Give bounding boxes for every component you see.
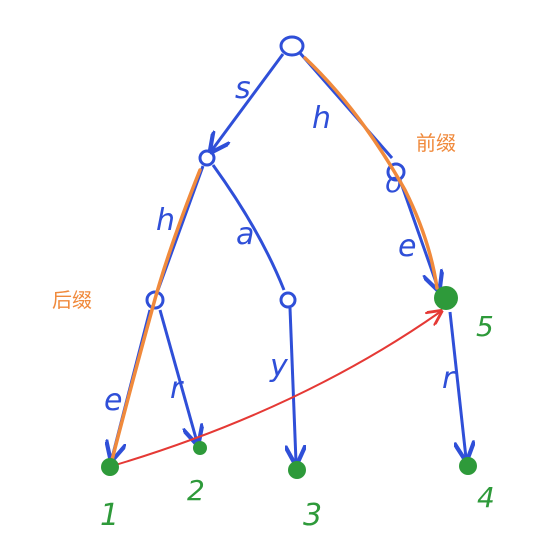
edge-letter-r-right: r bbox=[442, 361, 456, 396]
end-node-5 bbox=[434, 286, 458, 310]
edge-s-a bbox=[211, 164, 286, 291]
sa-node bbox=[279, 291, 297, 309]
sh-node bbox=[145, 290, 165, 310]
node-number-3: 3 bbox=[303, 498, 322, 533]
h-node bbox=[386, 162, 406, 182]
node-number-1: 1 bbox=[100, 498, 119, 533]
root-node bbox=[279, 35, 305, 57]
edge-letter-a: a bbox=[236, 217, 254, 252]
node-number-2: 2 bbox=[187, 474, 205, 507]
edge-sa-y bbox=[290, 307, 296, 462]
prefix-label: 前缀 bbox=[416, 131, 456, 155]
suffix-label: 后缀 bbox=[52, 288, 92, 312]
node-number-4: 4 bbox=[477, 481, 495, 514]
edge-letter-e-right: e bbox=[398, 229, 416, 264]
end-node-1 bbox=[101, 458, 119, 476]
node-number-5: 5 bbox=[476, 310, 494, 343]
edge-sh-r bbox=[158, 309, 197, 442]
edge-letter-h-left: h bbox=[156, 203, 175, 238]
s-node bbox=[198, 149, 216, 167]
edge-letter-y: y bbox=[269, 349, 289, 384]
end-node-2 bbox=[193, 441, 207, 455]
suffix-highlight bbox=[110, 168, 202, 462]
edge-letter-r-left: r bbox=[170, 371, 184, 406]
edge-root-s bbox=[212, 53, 285, 150]
edge-letter-e-left: e bbox=[104, 383, 122, 418]
edge-hoe-r bbox=[448, 311, 466, 458]
edge-letter-h-right: h bbox=[312, 101, 331, 136]
end-node-4 bbox=[459, 457, 477, 475]
prefix-highlight bbox=[303, 56, 439, 290]
suffix-link-arrow bbox=[111, 312, 440, 467]
edge-letter-s: s bbox=[235, 71, 251, 106]
end-node-3 bbox=[288, 461, 306, 479]
edge-h-o bbox=[398, 179, 438, 288]
